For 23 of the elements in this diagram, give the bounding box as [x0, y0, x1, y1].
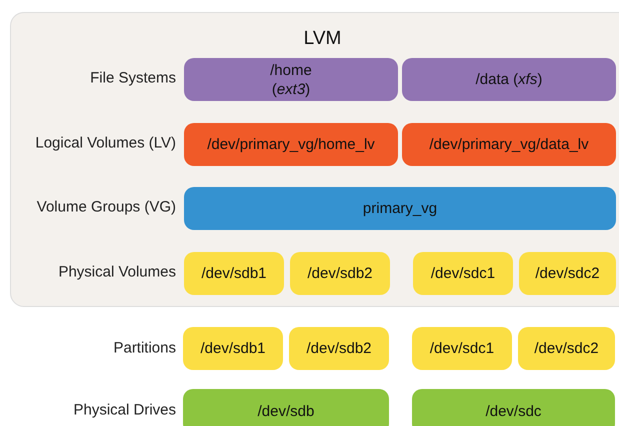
volume-block: /dev/sdc1	[412, 327, 512, 370]
volume-block: /dev/sdb1	[184, 252, 284, 295]
volume-group-bar: primary_vg	[184, 187, 616, 230]
file-system-bar: /data (xfs)	[402, 58, 616, 101]
layer-label: Physical Volumes	[58, 264, 176, 280]
layer-label: Volume Groups (VG)	[36, 198, 176, 216]
logical-volume-bar: /dev/primary_vg/home_lv	[184, 123, 398, 166]
volume-block: /dev/sdc2	[519, 252, 616, 295]
file-system-bar: /home (ext3)	[184, 58, 398, 101]
volume-block: /dev/sdb2	[289, 327, 389, 370]
volume-block: /dev/sdb1	[183, 327, 283, 370]
layer-label: Physical Drives	[73, 402, 176, 418]
logical-volume-bar: /dev/primary_vg/data_lv	[402, 123, 616, 166]
layer-label: Logical Volumes (LV)	[35, 134, 176, 152]
panel-title: LVM	[302, 29, 342, 48]
lvm-panel	[10, 12, 619, 307]
drive-block: /dev/sdc	[412, 389, 615, 426]
layer-label: Partitions	[113, 340, 176, 356]
volume-block: /dev/sdc1	[413, 252, 513, 295]
drive-block: /dev/sdb	[183, 389, 389, 426]
volume-block: /dev/sdb2	[290, 252, 390, 295]
layer-label: File Systems	[90, 70, 176, 86]
volume-block: /dev/sdc2	[518, 327, 615, 370]
